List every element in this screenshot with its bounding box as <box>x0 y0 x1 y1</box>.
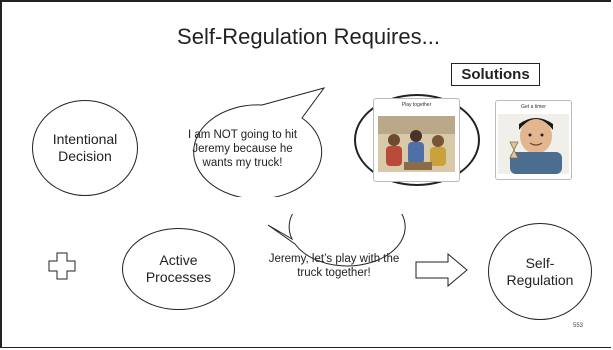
image-2-caption: Get a timer <box>521 104 546 110</box>
speech-1-line-3: because he <box>233 143 293 155</box>
active-processes-oval: Active Processes <box>122 228 235 310</box>
page-number: 553 <box>573 323 584 329</box>
play-together-illustration <box>378 116 455 172</box>
speech-1-line-2: to hit Jeremy <box>192 129 298 155</box>
self-regulation-oval: Self- Regulation <box>488 223 592 320</box>
intentional-decision-line-1: Intentional <box>52 131 118 147</box>
speech-bubble-1 <box>193 87 326 197</box>
speech-2-line-2: play with the <box>335 253 400 265</box>
self-regulation-line-1: Self- <box>525 254 555 271</box>
slide-title: Self-Regulation Requires... <box>177 24 440 49</box>
image-1-caption: Play together <box>401 102 432 108</box>
speech-1-line-1: I am NOT going <box>187 129 269 141</box>
solutions-label: Solutions <box>451 63 540 86</box>
get-a-timer-illustration <box>498 114 569 174</box>
intentional-decision-oval: Intentional Decision <box>32 100 138 196</box>
speech-1-line-4: wants my truck! <box>202 157 283 169</box>
speech-bubble-2 <box>267 214 406 267</box>
plus-icon <box>48 252 76 280</box>
play-together-image: Play together <box>373 98 460 182</box>
self-regulation-line-2: Regulation <box>506 271 574 288</box>
get-a-timer-image: Get a timer <box>495 100 572 180</box>
speech-bubble-2-text: Jeremy, let’s play with the truck togeth… <box>264 228 404 304</box>
active-processes-line-1: Active <box>159 252 198 268</box>
intentional-decision-line-2: Decision <box>58 148 112 164</box>
right-arrow-icon <box>415 253 468 287</box>
speech-bubble-1-text: I am NOT going to hit Jeremy because he … <box>180 105 305 193</box>
speech-2-line-3: truck together! <box>297 267 371 279</box>
speech-2-line-1: Jeremy, let’s <box>268 253 333 265</box>
active-processes-line-2: Processes <box>145 269 212 285</box>
